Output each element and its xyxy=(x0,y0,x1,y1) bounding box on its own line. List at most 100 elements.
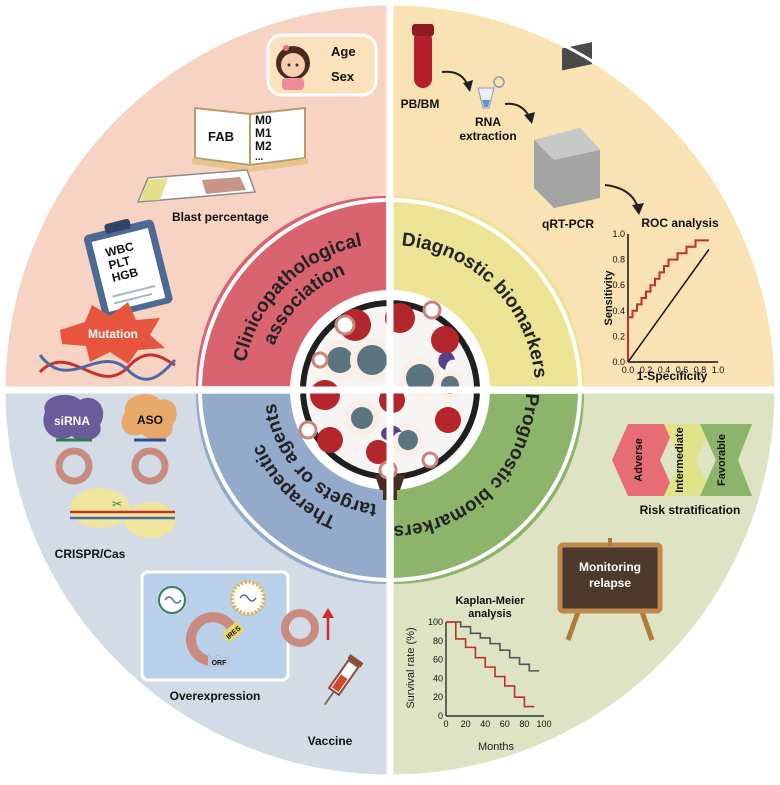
plt-label: PLT xyxy=(107,253,132,272)
book-right-page xyxy=(249,106,306,167)
km-xlabel: Months xyxy=(478,741,515,753)
sirna-complex-icon xyxy=(43,394,104,441)
orf-element xyxy=(208,656,230,667)
risk-stratification-label: Risk stratification xyxy=(640,503,741,517)
pcr-label: qRT-PCR xyxy=(542,217,594,231)
scissors-icon: ✂ xyxy=(112,497,122,511)
cas-protein-icon xyxy=(124,502,176,538)
rna-extraction-label-2: extraction xyxy=(459,129,516,143)
cell-nucleus xyxy=(398,430,418,450)
risk-chevron-intermediate xyxy=(664,424,712,496)
fab-subtype-m1: M1 xyxy=(255,126,272,140)
risk-intermediate-label: Intermediate xyxy=(674,427,686,492)
platelet-ring xyxy=(422,300,442,320)
sex-label: Sex xyxy=(331,69,355,84)
prognostic-panel: Adverse Intermediate Favorable Risk stra… xyxy=(405,424,752,753)
roc-x-tick-label: 1.0 xyxy=(712,365,725,375)
clipboard-line xyxy=(113,292,153,305)
roc-x-tick-label: 0.6 xyxy=(676,365,689,375)
girl-eye xyxy=(295,63,299,67)
fab-subtype-m2: M2 xyxy=(255,139,272,153)
platelet-ring xyxy=(298,420,318,440)
fab-subtype-more: ... xyxy=(255,152,264,163)
monitoring-label-1: Monitoring xyxy=(579,560,641,574)
roc-y-tick-label: 0.6 xyxy=(612,280,625,290)
clipboard-clip xyxy=(104,218,131,234)
km-x-tick-label: 0 xyxy=(443,719,448,729)
nanoparticle-payload xyxy=(239,594,257,602)
km-x-tick-label: 40 xyxy=(480,719,490,729)
km-x-tick-label: 100 xyxy=(536,719,551,729)
red-blood-cell xyxy=(310,380,340,410)
km-curve-high-survival xyxy=(446,621,540,672)
red-blood-cell xyxy=(431,326,459,354)
roc-y-tick-label: 0.4 xyxy=(612,306,625,316)
roc-chart: 0.00.00.20.20.40.40.60.60.80.81.01.0 xyxy=(612,229,724,375)
roc-x-tick-label: 0.2 xyxy=(640,365,653,375)
overexpression-label: Overexpression xyxy=(170,689,261,703)
circrna-icon xyxy=(281,609,319,647)
roc-y-tick-label: 0.0 xyxy=(612,357,625,367)
roc-title: ROC analysis xyxy=(641,216,719,230)
sirna-label: siRNA xyxy=(54,414,90,428)
girl-shirt xyxy=(282,78,304,90)
risk-chevron-favorable xyxy=(700,424,752,496)
km-x-tick-label: 60 xyxy=(500,719,510,729)
km-x-tick-label: 20 xyxy=(461,719,471,729)
km-x-tick-label: 80 xyxy=(519,719,529,729)
risk-chevron-adverse xyxy=(612,424,676,496)
roc-x-tick-label: 0.0 xyxy=(622,365,635,375)
roc-x-tick-label: 0.4 xyxy=(658,365,671,375)
arrow-head-icon xyxy=(463,80,473,92)
viral-genome xyxy=(164,596,182,604)
girl-face-icon xyxy=(281,53,305,77)
cell-nucleus xyxy=(406,364,434,392)
km-y-tick-label: 40 xyxy=(433,673,443,683)
hgb-label: HGB xyxy=(110,265,140,285)
age-label: Age xyxy=(331,44,356,59)
easel-leg xyxy=(639,611,655,641)
risk-adverse-label: Adverse xyxy=(633,438,645,481)
fab-subtype-m0: M0 xyxy=(255,113,272,127)
circular-vector-icon xyxy=(186,612,237,667)
clipboard-paper xyxy=(91,227,166,312)
roc-xlabel: 1-Specificity xyxy=(637,369,708,383)
circrna-icon xyxy=(55,447,93,485)
km-y-tick-label: 0 xyxy=(438,711,443,721)
km-y-tick-label: 100 xyxy=(428,617,443,627)
km-curve-low-survival xyxy=(446,621,535,708)
clipboard-icon xyxy=(83,218,173,319)
red-blood-cell xyxy=(317,427,343,453)
aso-label: ASO xyxy=(137,413,163,427)
dna-strand-icon xyxy=(38,353,176,378)
diagnostic-panel: PB/BM RNA extraction qRT-PCR ROC analysi… xyxy=(401,24,724,383)
wbc-label: WBC xyxy=(104,239,136,260)
syringe-plunger xyxy=(347,654,364,668)
mutation-label: Mutation xyxy=(88,327,138,341)
roc-x-tick-label: 0.8 xyxy=(694,365,707,375)
cell-nucleus xyxy=(327,347,353,373)
platelet-ring xyxy=(334,314,356,336)
up-arrow-head-icon xyxy=(322,608,334,618)
blood-tube-icon xyxy=(414,30,432,88)
platelet-ring xyxy=(311,351,329,369)
roc-reference-line xyxy=(627,248,710,363)
cell-nucleus xyxy=(357,345,387,375)
rna-tube-icon xyxy=(477,87,495,109)
ring-border xyxy=(198,198,582,582)
mutation-burst-icon xyxy=(60,302,165,364)
rna-liquid xyxy=(482,100,490,107)
easel-leg xyxy=(565,611,581,641)
smear-stain xyxy=(202,177,246,194)
platelet-ring xyxy=(421,451,439,469)
vaccine-label: Vaccine xyxy=(308,734,353,748)
red-blood-cell xyxy=(435,407,461,433)
vaccine-syringe-icon xyxy=(324,654,364,706)
clinicopathological-panel: Age Sex FAB M0 M1 M2 ... Blast percentag… xyxy=(38,33,378,381)
roc-y-tick-label: 1.0 xyxy=(612,229,625,239)
slide-label-strip xyxy=(140,178,168,201)
hair-bow-icon xyxy=(283,45,289,51)
